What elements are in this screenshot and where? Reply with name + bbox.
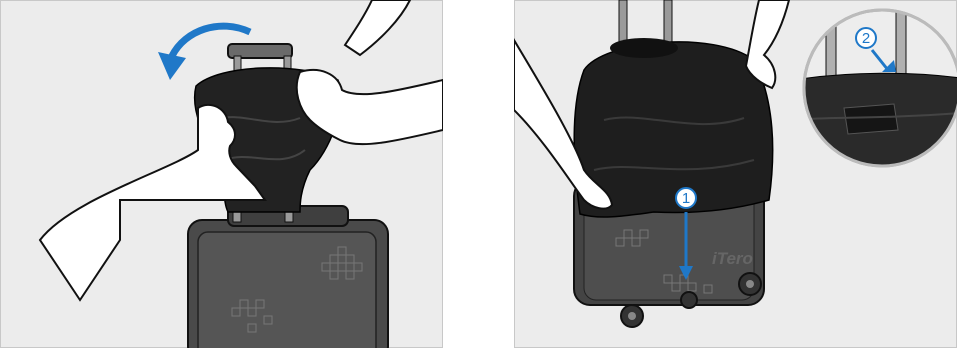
step-2-callout: 2 (856, 28, 876, 48)
wheel-hub (746, 280, 754, 288)
cover-pulled-down-illustration: iTero 1 (514, 0, 957, 348)
brand-logo-text: iTero (712, 249, 753, 268)
suitcase (188, 206, 388, 348)
left-panel-illustration (0, 0, 443, 348)
step-1-label: 1 (682, 190, 690, 207)
wheel (681, 292, 697, 308)
step-1-callout: 1 (676, 188, 696, 208)
step-2-label: 2 (862, 30, 870, 47)
right-panel-illustration: iTero 1 (514, 0, 957, 348)
cover-opening (610, 38, 678, 58)
wheel-hub (628, 312, 636, 320)
cover-over-handle-illustration (0, 0, 443, 348)
